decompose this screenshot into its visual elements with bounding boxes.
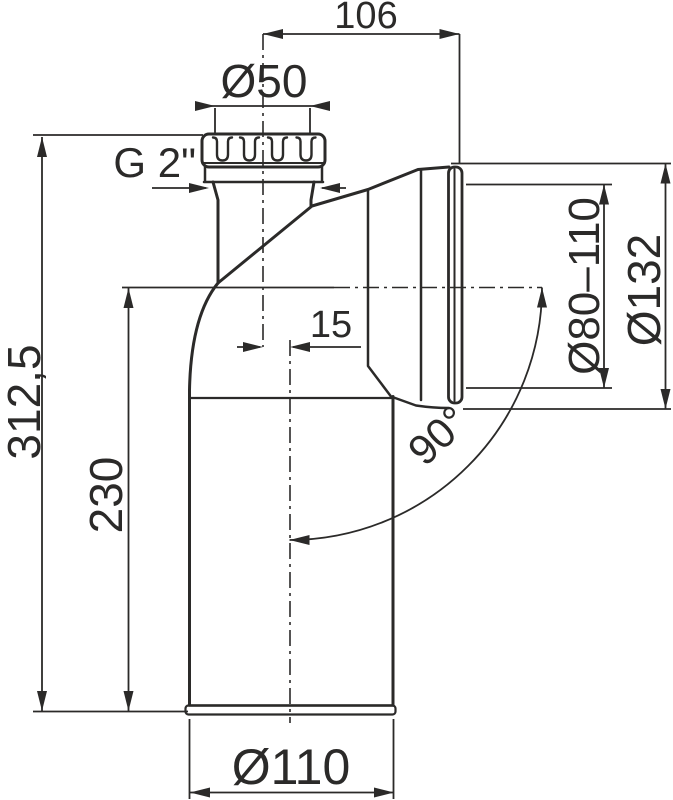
dim-label-outlet-clamp-range: Ø80–110 xyxy=(560,197,609,375)
dimension-outlet-clamp-range: Ø80–110 xyxy=(466,183,612,389)
arrowhead-left-icon xyxy=(320,183,340,193)
collar-slot xyxy=(295,136,317,162)
outlet-flange xyxy=(447,165,464,405)
dim-label-width-top: 106 xyxy=(334,0,397,37)
inlet-pipe-left-edge xyxy=(211,180,220,285)
dim-label-height-body: 230 xyxy=(80,457,132,534)
dimension-pipe-diameter: Ø110 xyxy=(188,719,395,799)
arrowhead-down-icon xyxy=(660,389,671,409)
collar-slot xyxy=(211,136,234,162)
dimension-thread-size: G 2" xyxy=(113,139,346,193)
arrowhead-down-icon xyxy=(123,691,134,711)
arrowhead-up-icon xyxy=(123,288,134,308)
arrowhead-right-icon xyxy=(189,183,209,193)
dim-label-pipe-diameter: Ø110 xyxy=(232,739,351,795)
arrowhead-left-icon xyxy=(289,535,310,545)
arrowhead-left-icon xyxy=(310,101,330,111)
dimension-flange-diameter: Ø132 xyxy=(451,162,671,410)
arrowhead-up-icon xyxy=(660,163,671,184)
arrowhead-up-icon xyxy=(537,287,547,308)
arrowhead-left-icon xyxy=(263,29,283,39)
arrowhead-down-icon xyxy=(599,368,609,388)
collar-castellation-slots xyxy=(211,136,317,162)
dimension-inlet-diameter: Ø50 xyxy=(195,55,330,133)
collar-slot xyxy=(266,136,289,162)
dim-label-axis-offset: 15 xyxy=(310,304,352,346)
arrowhead-right-icon xyxy=(439,29,460,39)
dimension-width-top: 106 xyxy=(263,0,461,164)
dim-label-inlet-diameter: Ø50 xyxy=(221,55,308,107)
arrowhead-left-icon xyxy=(190,787,210,798)
dim-label-flange-diameter: Ø132 xyxy=(618,234,670,347)
pipe-bottom-bead xyxy=(184,704,397,716)
arrowhead-right-icon xyxy=(195,101,215,111)
body-slant-edge xyxy=(216,165,451,285)
arrowhead-left-icon xyxy=(290,342,310,352)
body-left-edge xyxy=(188,281,220,707)
dim-label-thread-size: G 2" xyxy=(113,139,196,186)
arrowhead-right-icon xyxy=(243,342,263,352)
inlet-pipe-right-edge xyxy=(309,180,316,208)
arrowhead-down-icon xyxy=(37,691,47,711)
arrowhead-up-icon xyxy=(599,184,609,205)
collar-slot xyxy=(238,136,261,162)
dim-label-height-total: 312,5 xyxy=(0,344,50,459)
dimension-axis-offset: 15 xyxy=(237,304,361,352)
dimension-height-total: 312,5 xyxy=(0,134,203,713)
dimension-height-body: 230 xyxy=(80,288,134,711)
socket-rib-left xyxy=(366,188,393,398)
socket-bottom-edge xyxy=(389,395,451,410)
arrowhead-right-icon xyxy=(374,787,394,798)
pipe-elbow-outline xyxy=(184,132,464,716)
arrowhead-up-icon xyxy=(37,137,47,157)
centerlines xyxy=(122,34,542,723)
